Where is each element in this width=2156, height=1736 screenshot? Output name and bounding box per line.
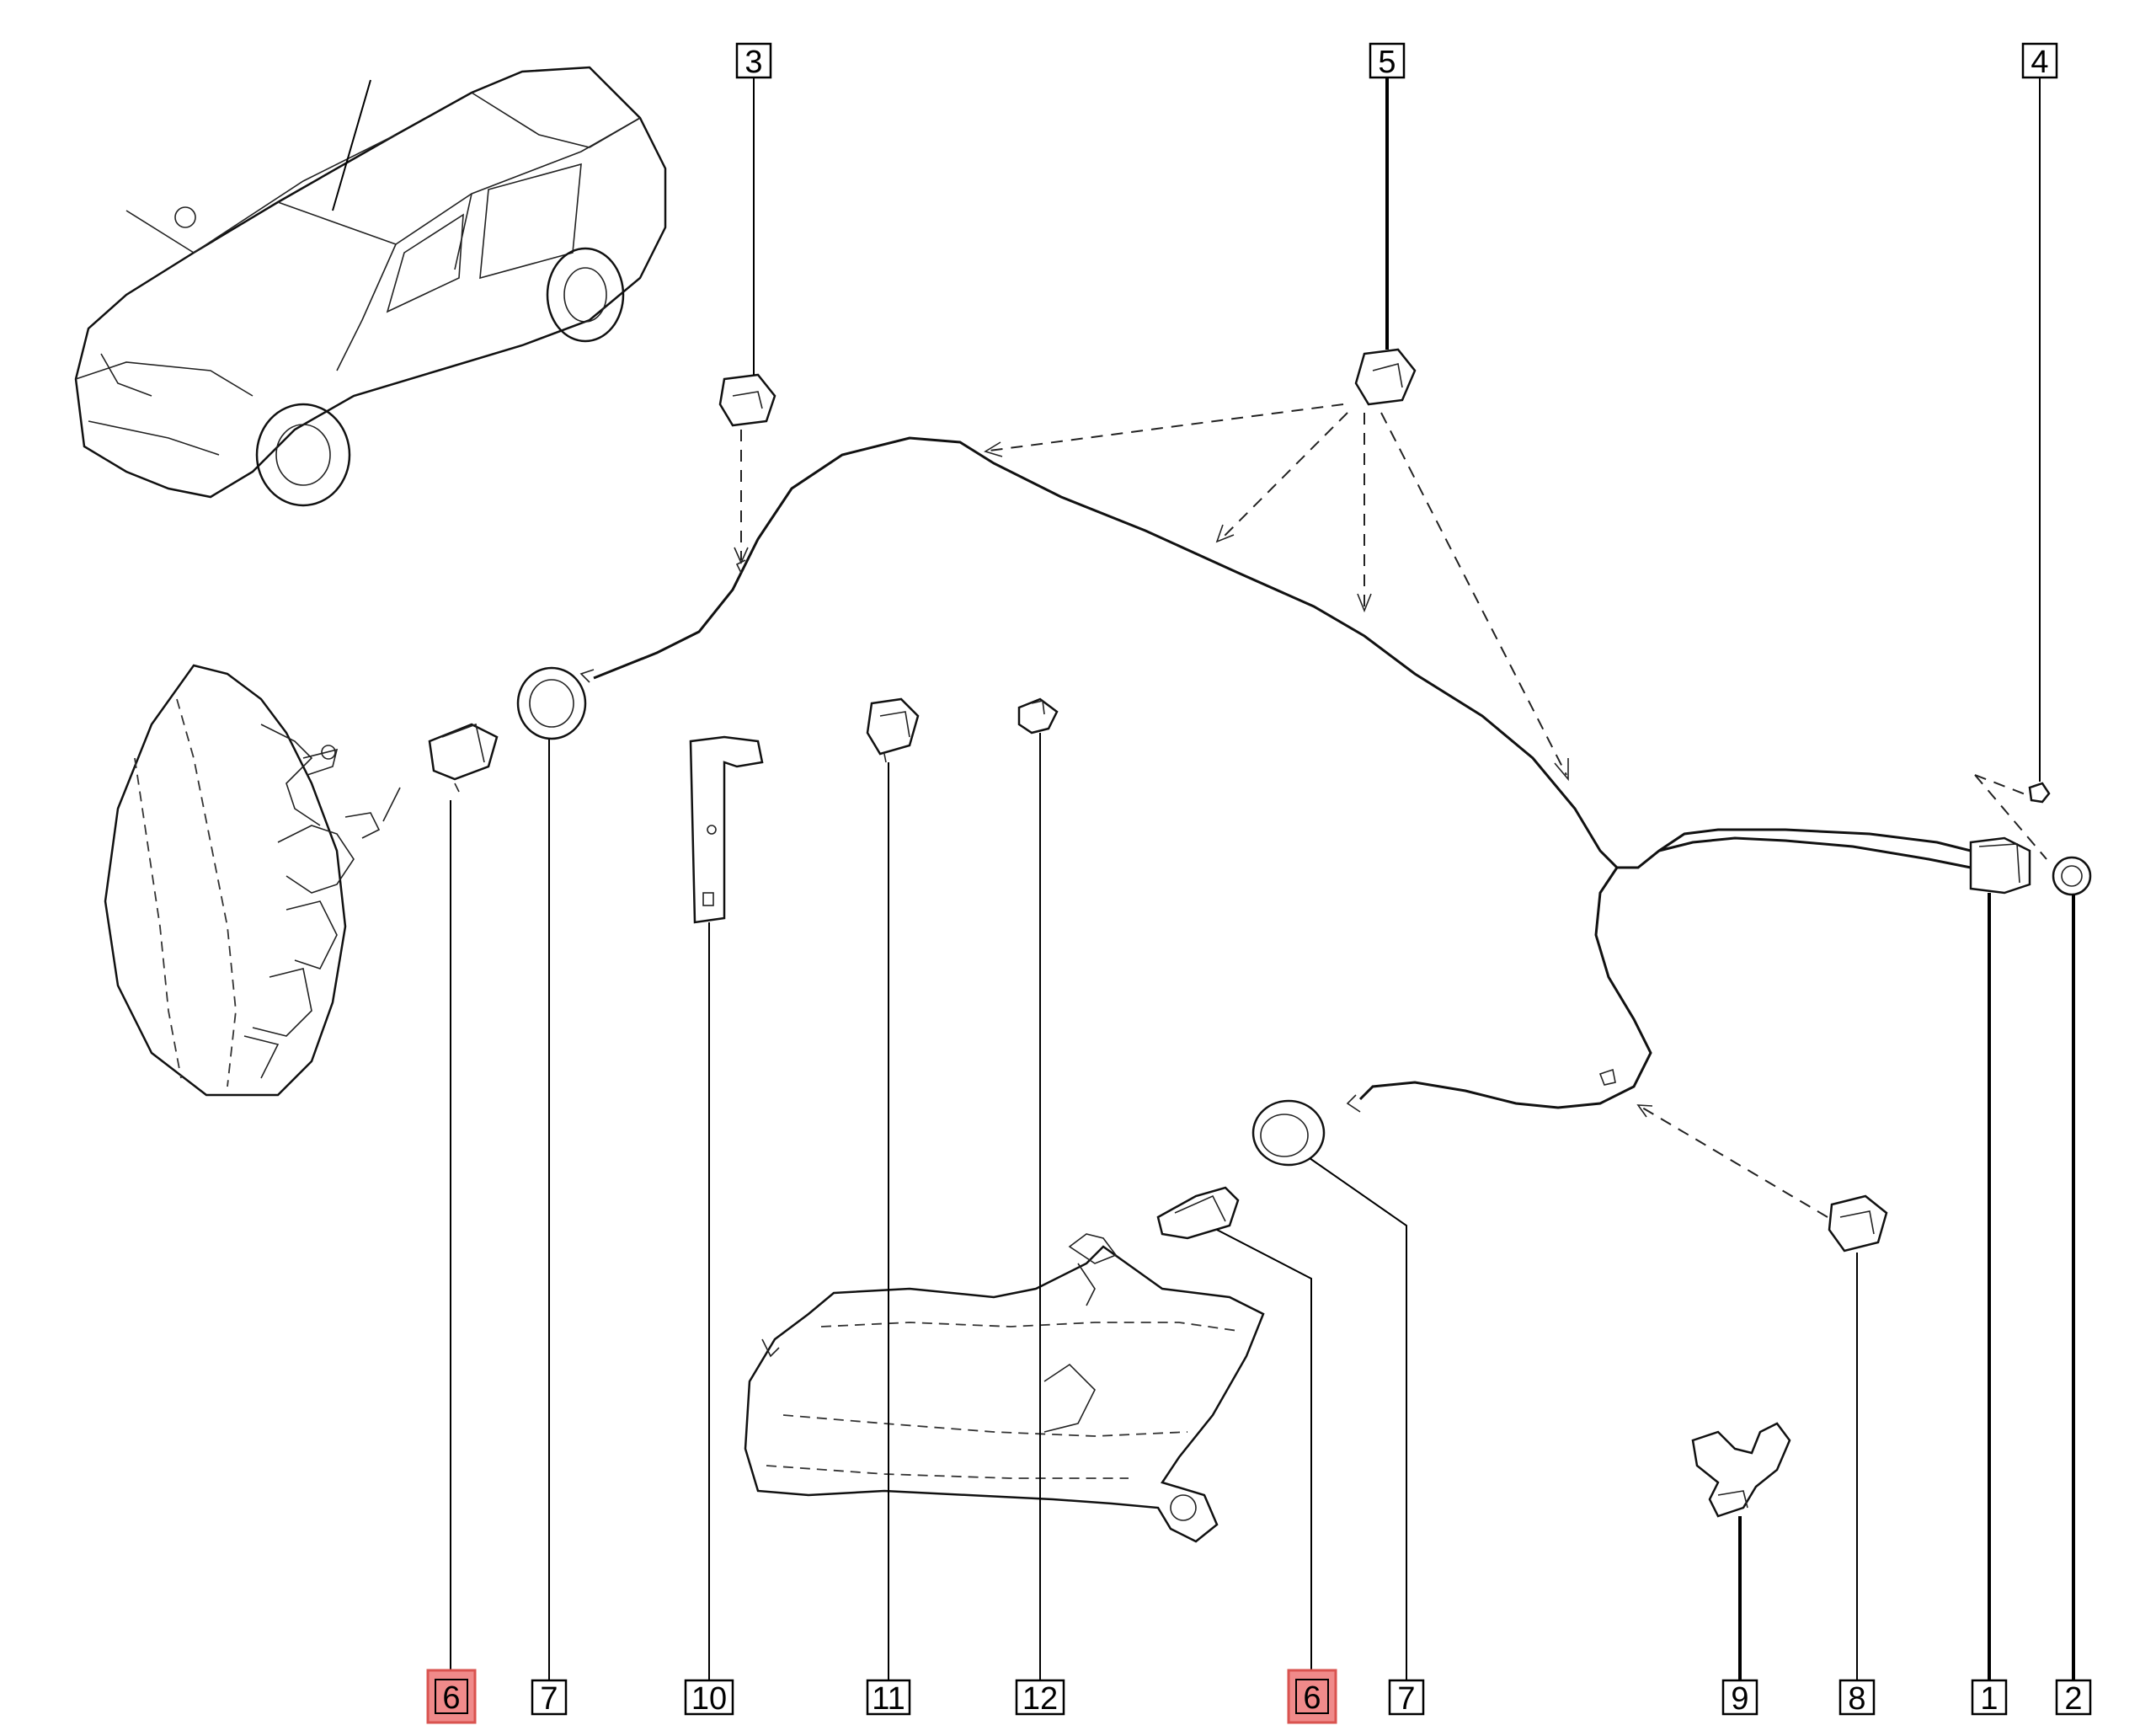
callout-9-label: 9: [1731, 1681, 1748, 1717]
clip-part-5: [1354, 348, 1417, 406]
nut-part-4: [2028, 782, 2051, 804]
callout-7-left-label: 7: [540, 1681, 558, 1717]
callout-4-label: 4: [2031, 45, 2048, 80]
callout-6-left: 6: [426, 1669, 477, 1724]
headlamp-left: [104, 664, 401, 1097]
callout-12: 12: [1015, 1679, 1065, 1717]
callout-8-label: 8: [1848, 1681, 1865, 1717]
callout-2: 2: [2055, 1679, 2092, 1717]
callout-11: 11: [866, 1679, 911, 1717]
callout-1: 1: [1971, 1679, 2008, 1717]
callout-6-right-label: 6: [1303, 1680, 1321, 1716]
callout-3: 3: [735, 42, 772, 80]
bulb-holder-left: [428, 723, 499, 793]
callout-4: 4: [2021, 42, 2058, 80]
clip-part-8: [1828, 1194, 1888, 1253]
callout-12-label: 12: [1022, 1681, 1058, 1717]
callout-10-label: 10: [691, 1681, 727, 1717]
connector-part-11: [866, 697, 920, 763]
callout-5-label: 5: [1378, 45, 1396, 80]
callout-8: 8: [1838, 1679, 1876, 1717]
bracket-part-10: [689, 735, 764, 924]
clip-part-9: [1691, 1422, 1791, 1518]
callout-5: 5: [1369, 42, 1406, 80]
grommet-right: [1251, 1099, 1326, 1167]
clip-part-12: [1017, 697, 1059, 734]
callout-1-label: 1: [1980, 1681, 1998, 1717]
callout-2-label: 2: [2064, 1681, 2082, 1717]
callout-10: 10: [684, 1679, 734, 1717]
bulb-holder-right: [1156, 1186, 1240, 1240]
callout-7-right: 7: [1388, 1679, 1425, 1717]
callout-7-left: 7: [531, 1679, 568, 1717]
callout-7-right-label: 7: [1397, 1681, 1415, 1717]
callout-6-right: 6: [1287, 1669, 1337, 1724]
clip-part-3: [718, 373, 776, 427]
grommet-left: [516, 666, 587, 740]
callout-6-left-label: 6: [442, 1680, 460, 1716]
callout-11-label: 11: [872, 1681, 905, 1717]
callout-3-label: 3: [744, 45, 762, 80]
assembly-arrows: [734, 403, 2047, 1218]
wiring-harness: [579, 436, 2092, 1113]
car-illustration: [74, 66, 667, 507]
leader-lines: [450, 77, 2075, 1680]
headlamp-right: [744, 1233, 1265, 1543]
callout-9: 9: [1721, 1679, 1758, 1717]
